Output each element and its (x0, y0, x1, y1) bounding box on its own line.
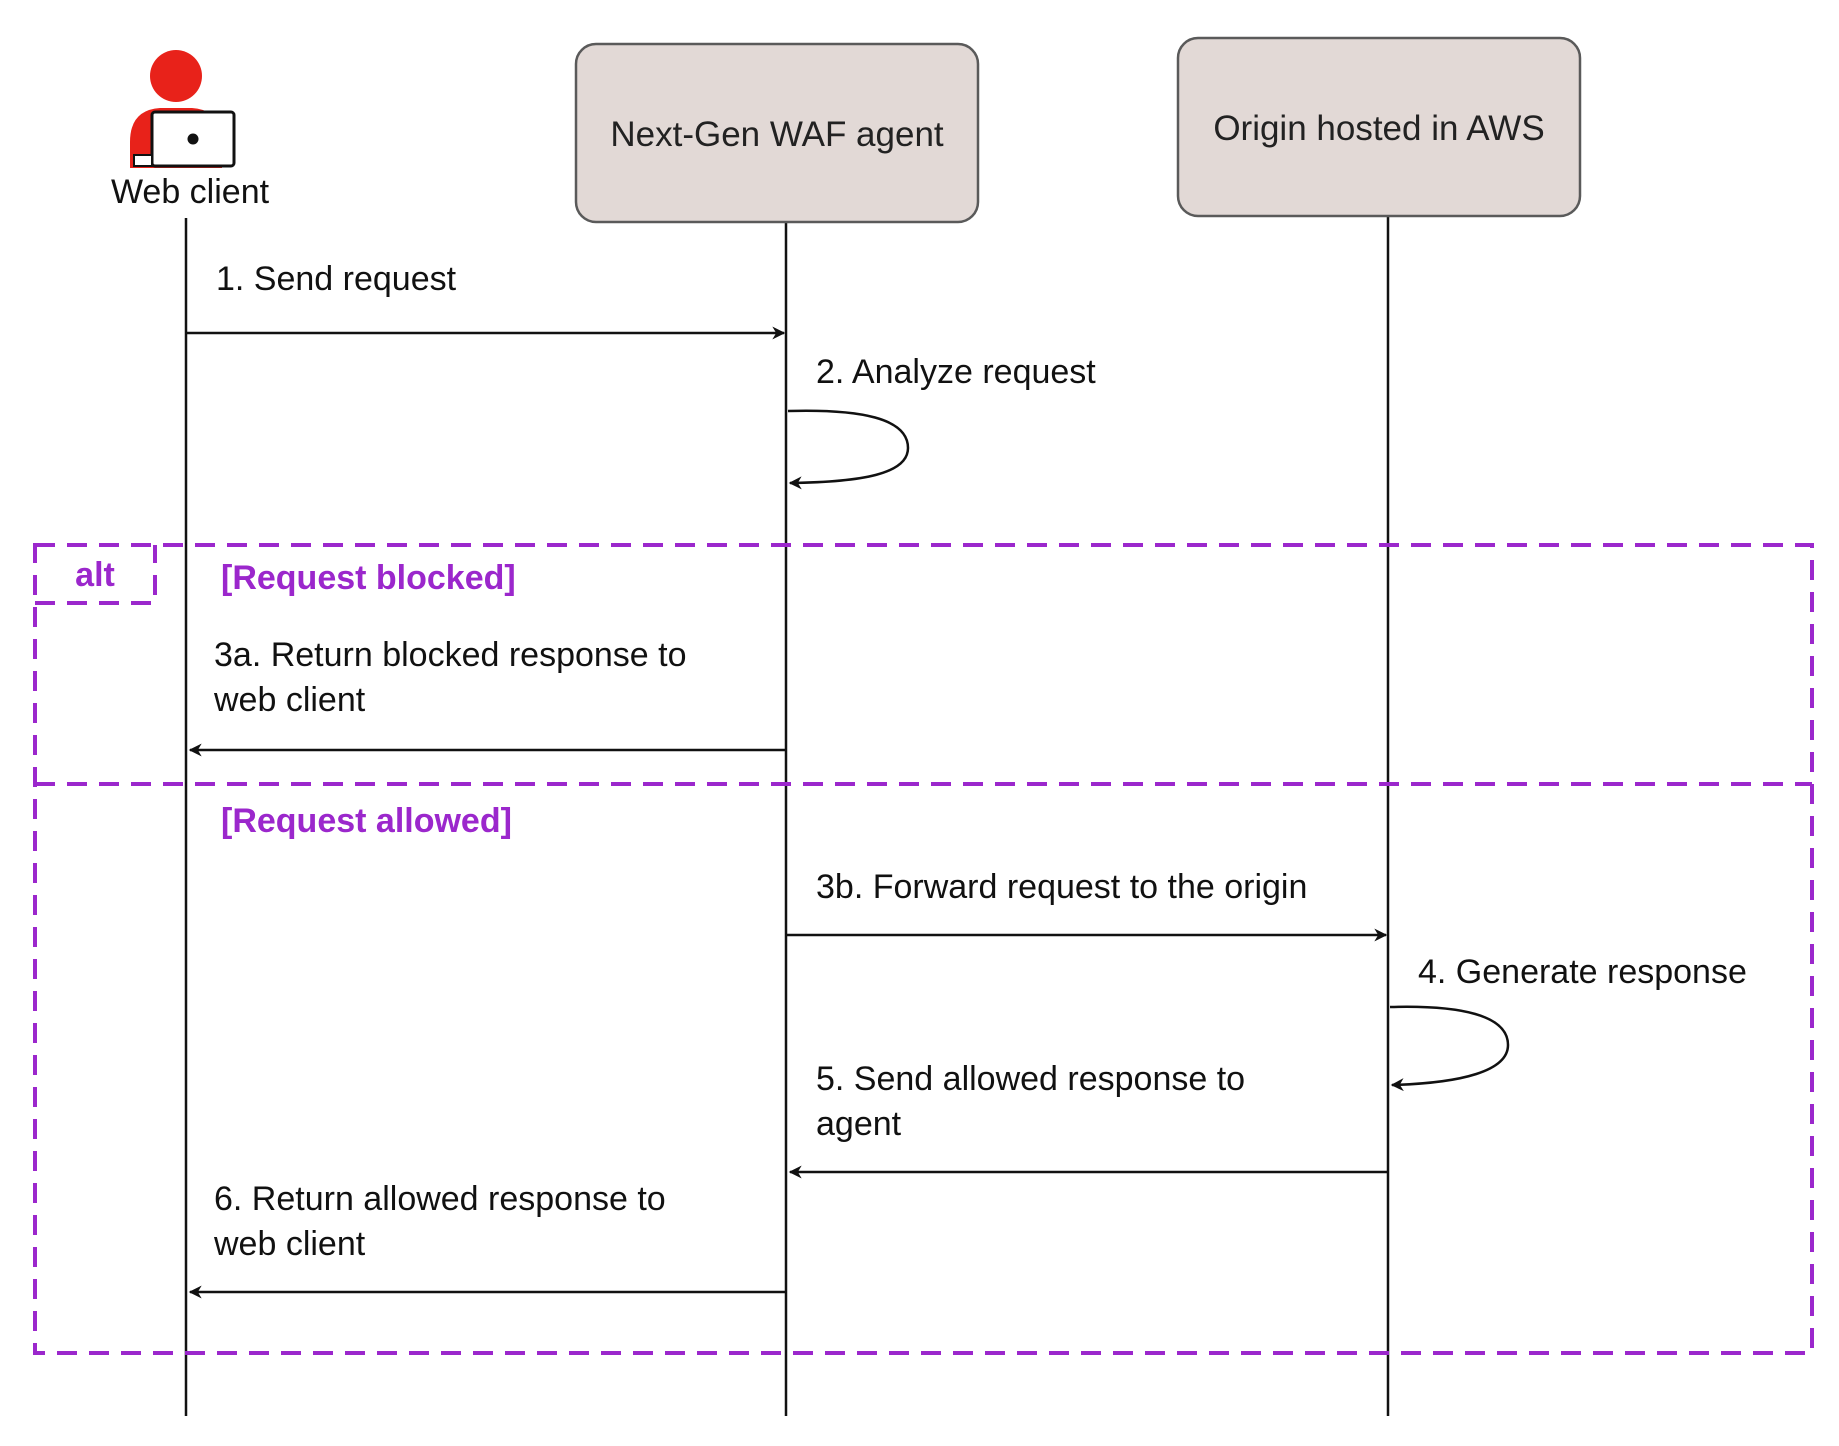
alt-fragment: alt [Request blocked] [Request allowed] (33, 543, 1814, 1355)
message-label-1: 1. Send request (216, 260, 457, 298)
participant-label-web-client: Web client (111, 173, 270, 211)
alt-frame-border (33, 543, 1814, 1355)
message-label-3b: 3b. Forward request to the origin (816, 868, 1307, 906)
message-label-4: 4. Generate response (1418, 953, 1747, 991)
message-arrow-4 (1389, 1005, 1510, 1092)
participant-origin: Origin hosted in AWS (1176, 36, 1582, 218)
message-label-5-line2: agent (816, 1105, 902, 1143)
message-5: 5. Send allowed response to agent (788, 1060, 1388, 1179)
participant-waf-agent: Next-Gen WAF agent (574, 42, 980, 224)
guard-request-allowed: [Request allowed] (221, 802, 512, 840)
participant-label-origin: Origin hosted in AWS (1213, 109, 1544, 148)
participant-box-origin (1176, 36, 1582, 218)
message-3b: 3b. Forward request to the origin (786, 868, 1388, 942)
participant-box-waf-agent (574, 42, 980, 224)
alt-operator-label: alt (75, 556, 115, 594)
message-label-6-line2: web client (213, 1225, 366, 1263)
message-6: 6. Return allowed response to web client (188, 1180, 786, 1299)
message-label-6-line1: 6. Return allowed response to (214, 1180, 666, 1218)
participant-label-waf-agent: Next-Gen WAF agent (610, 115, 944, 154)
message-label-2: 2. Analyze request (816, 353, 1096, 391)
guard-request-blocked: [Request blocked] (221, 559, 516, 597)
message-4: 4. Generate response (1389, 953, 1747, 1092)
message-label-3a-line2: web client (213, 681, 366, 719)
message-3a: 3a. Return blocked response to web clien… (188, 636, 786, 757)
message-1: 1. Send request (186, 260, 786, 340)
message-label-5-line1: 5. Send allowed response to (816, 1060, 1245, 1098)
user-laptop-icon (130, 50, 236, 168)
message-arrow-2 (787, 409, 910, 490)
alt-operator-tab (35, 545, 157, 605)
message-label-3a-line1: 3a. Return blocked response to (214, 636, 687, 674)
web-client-actor: Web client (111, 50, 270, 211)
message-2: 2. Analyze request (787, 353, 1096, 490)
